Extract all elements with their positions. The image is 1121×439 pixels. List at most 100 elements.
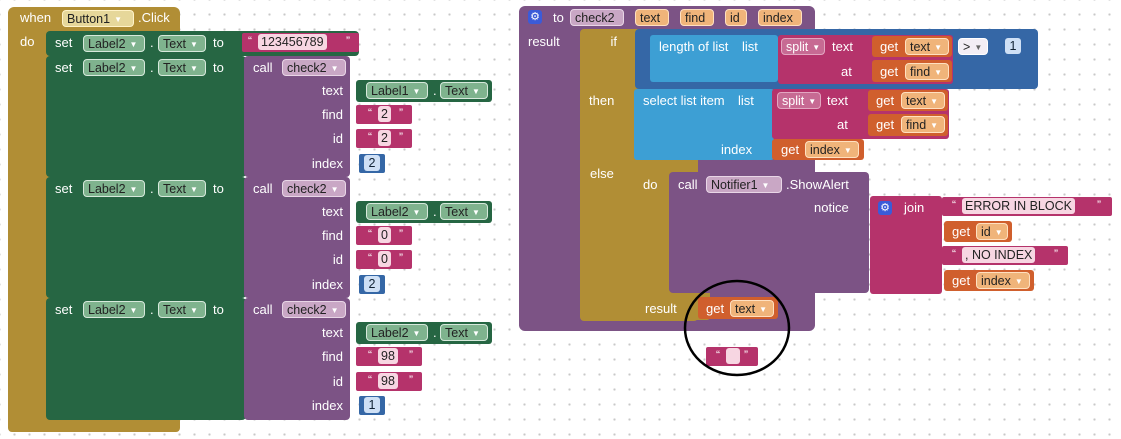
- get-label: get: [952, 273, 971, 288]
- list-label: list: [738, 93, 754, 108]
- compare-operator-dropdown[interactable]: >▼: [958, 38, 988, 55]
- getter-component-name: Label2: [371, 205, 409, 219]
- get-variable-dropdown[interactable]: index▼: [805, 141, 859, 158]
- notifier-component-dropdown[interactable]: Notifier1▼: [706, 176, 782, 193]
- getter-property-dropdown[interactable]: Text▼: [440, 82, 488, 99]
- set-property-dropdown[interactable]: Text▼: [158, 180, 206, 197]
- chevron-down-icon: ▼: [761, 181, 770, 190]
- length-of-list-block[interactable]: [650, 35, 778, 82]
- call-label: call: [253, 302, 273, 317]
- text-literal-id[interactable]: “ 98 ”: [356, 372, 422, 391]
- get-label: get: [952, 224, 971, 239]
- split-at-label: at: [841, 64, 852, 79]
- chevron-down-icon: ▼: [812, 43, 821, 52]
- set-component-dropdown[interactable]: Label2▼: [83, 59, 145, 76]
- text-literal-no-index[interactable]: “ , NO INDEX ”: [942, 246, 1068, 265]
- number-literal-value[interactable]: 1: [364, 397, 380, 413]
- number-literal-compare[interactable]: 1: [1000, 37, 1026, 56]
- call-procedure-dropdown[interactable]: check2▼: [282, 59, 346, 76]
- getter-property-dropdown[interactable]: Text▼: [440, 203, 488, 220]
- text-literal-error[interactable]: “ ERROR IN BLOCK ”: [942, 197, 1112, 216]
- text-literal-value[interactable]: 2: [378, 106, 391, 122]
- event-component-dropdown[interactable]: Button1▼: [62, 10, 134, 27]
- param-text[interactable]: text: [635, 9, 669, 26]
- get-variable-dropdown[interactable]: index▼: [976, 272, 1030, 289]
- select-list-item-block[interactable]: [634, 89, 774, 160]
- split-dropdown[interactable]: split▼: [777, 92, 821, 109]
- call-check2-block-3[interactable]: [244, 298, 350, 420]
- text-literal-id[interactable]: “ 0 ”: [356, 250, 412, 269]
- set-block-3[interactable]: [46, 177, 246, 298]
- text-literal-value[interactable]: 0: [378, 251, 391, 267]
- text-literal-value[interactable]: , NO INDEX: [962, 247, 1036, 263]
- number-literal-value[interactable]: 2: [364, 276, 380, 292]
- call-check2-block-2[interactable]: [244, 177, 350, 298]
- call-check2-block-1[interactable]: [244, 56, 350, 177]
- set-block-4[interactable]: [46, 298, 246, 420]
- get-variable-dropdown[interactable]: text▼: [905, 38, 949, 55]
- gear-icon[interactable]: ⚙: [878, 201, 892, 215]
- text-literal-id[interactable]: “ 2 ”: [356, 129, 412, 148]
- set-component-dropdown[interactable]: Label2▼: [83, 180, 145, 197]
- get-variable-dropdown[interactable]: find▼: [901, 116, 945, 133]
- getter-component-dropdown[interactable]: Label1▼: [366, 82, 428, 99]
- result-label: result: [645, 301, 677, 316]
- to-label: to: [213, 181, 224, 196]
- getter-component-dropdown[interactable]: Label2▼: [366, 324, 428, 341]
- set-component-dropdown[interactable]: Label2▼: [83, 301, 145, 318]
- procedure-name-field[interactable]: check2: [570, 9, 624, 26]
- close-quote-icon: ”: [409, 348, 413, 362]
- split-at-label: at: [837, 117, 848, 132]
- chevron-down-icon: ▼: [189, 306, 198, 315]
- number-literal-index[interactable]: 1: [359, 396, 385, 415]
- getter-component-name: Label2: [371, 326, 409, 340]
- split-dropdown[interactable]: split▼: [781, 38, 825, 55]
- chevron-down-icon: ▼: [808, 97, 817, 106]
- dot-label: .: [150, 60, 154, 75]
- call-procedure-dropdown[interactable]: check2▼: [282, 301, 346, 318]
- text-literal-find[interactable]: “ 98 ”: [356, 347, 422, 366]
- text-literal-value[interactable]: 98: [378, 348, 398, 364]
- call-procedure-dropdown[interactable]: check2▼: [282, 180, 346, 197]
- set-block-2[interactable]: [46, 56, 246, 177]
- text-literal-value[interactable]: 2: [378, 130, 391, 146]
- text-literal-value[interactable]: 123456789: [258, 34, 327, 50]
- text-literal-find[interactable]: “ 2 ”: [356, 105, 412, 124]
- get-variable-dropdown[interactable]: id▼: [976, 223, 1008, 240]
- param-find[interactable]: find: [680, 9, 714, 26]
- set-component-dropdown[interactable]: Label2▼: [83, 35, 145, 52]
- text-literal-value[interactable]: 0: [378, 227, 391, 243]
- else-label: else: [590, 166, 614, 181]
- getter-component-dropdown[interactable]: Label2▼: [366, 203, 428, 220]
- set-property-dropdown[interactable]: Text▼: [158, 35, 206, 52]
- get-variable-dropdown[interactable]: text▼: [901, 92, 945, 109]
- text-literal-value[interactable]: [726, 348, 740, 364]
- number-literal-value[interactable]: 2: [364, 155, 380, 171]
- call-label: call: [253, 181, 273, 196]
- chevron-down-icon: ▼: [189, 40, 198, 49]
- text-literal-find[interactable]: “ 0 ”: [356, 226, 412, 245]
- gear-icon[interactable]: ⚙: [528, 10, 542, 24]
- set-property-dropdown[interactable]: Text▼: [158, 301, 206, 318]
- variable-name: id: [981, 225, 991, 239]
- text-literal-value[interactable]: ERROR IN BLOCK: [962, 198, 1075, 214]
- get-variable-dropdown[interactable]: text▼: [730, 300, 774, 317]
- number-literal-value[interactable]: 1: [1005, 38, 1021, 54]
- number-literal-index[interactable]: 2: [359, 275, 385, 294]
- set-property-name: Text: [163, 182, 186, 196]
- getter-property-dropdown[interactable]: Text▼: [440, 324, 488, 341]
- text-literal-123456789[interactable]: “ 123456789 ”: [242, 33, 359, 52]
- chevron-down-icon: ▼: [189, 64, 198, 73]
- getter-component-name: Label1: [371, 84, 409, 98]
- empty-text-literal[interactable]: “ ”: [706, 347, 758, 366]
- split-label: split: [782, 94, 805, 108]
- param-index[interactable]: index: [758, 9, 802, 26]
- text-literal-value[interactable]: 98: [378, 373, 398, 389]
- param-id[interactable]: id: [725, 9, 747, 26]
- number-literal-index[interactable]: 2: [359, 154, 385, 173]
- open-quote-icon: “: [368, 130, 372, 144]
- chevron-down-icon: ▼: [974, 43, 983, 52]
- get-variable-dropdown[interactable]: find▼: [905, 63, 949, 80]
- chevron-down-icon: ▼: [759, 305, 768, 314]
- set-property-dropdown[interactable]: Text▼: [158, 59, 206, 76]
